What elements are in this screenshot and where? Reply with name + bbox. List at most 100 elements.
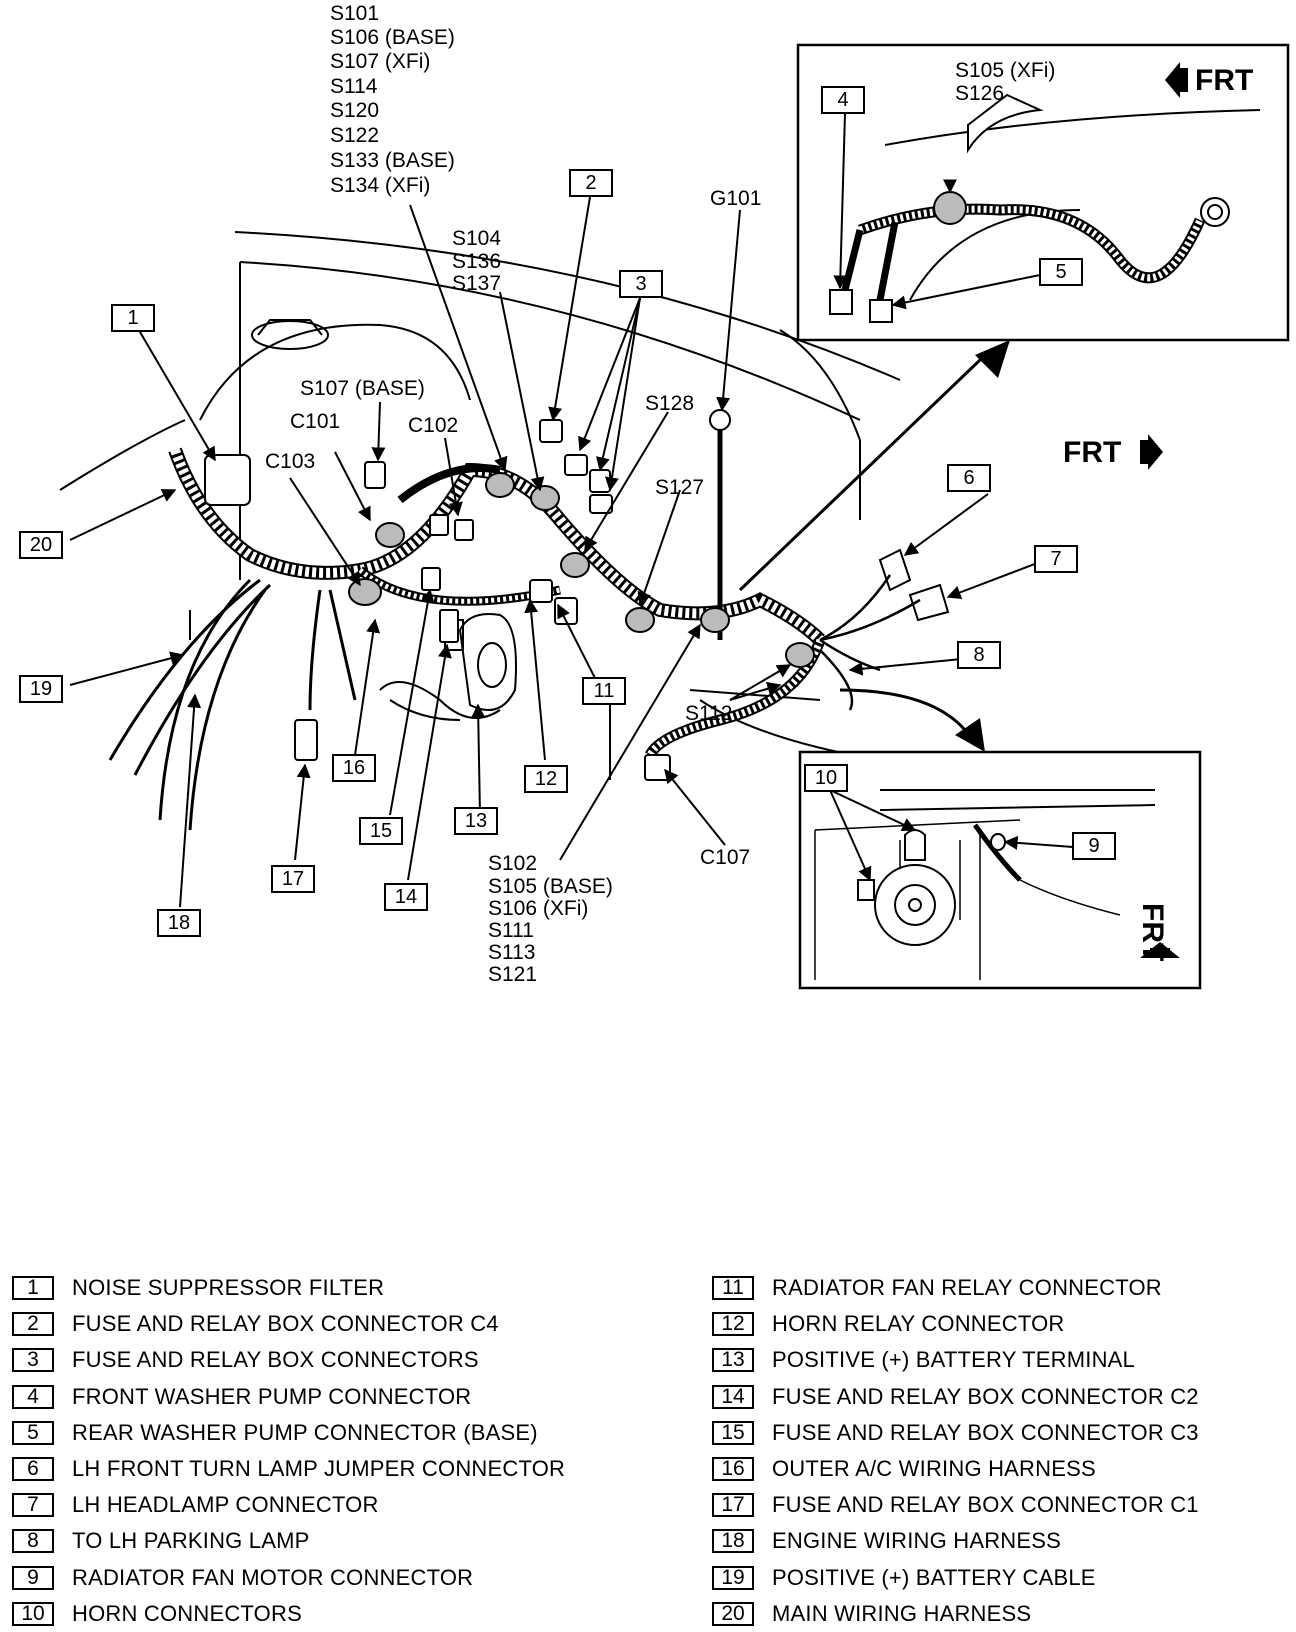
callout-14: 14: [395, 886, 417, 908]
legend-number: 18: [712, 1529, 754, 1554]
legend-number: 1: [12, 1276, 54, 1301]
label-inset-s105: S105 (XFi): [955, 59, 1055, 82]
callout-boxes: [19, 86, 1116, 937]
legend-label: TO LH PARKING LAMP: [72, 1528, 310, 1554]
callout-19: 19: [30, 678, 52, 700]
callout-2: 2: [585, 172, 596, 194]
legend-label: HORN CONNECTORS: [72, 1600, 302, 1626]
legend-item: 15 FUSE AND RELAY BOX CONNECTOR C3: [712, 1415, 1296, 1451]
splice-top-4: S120: [330, 99, 379, 122]
callout-9: 9: [1088, 835, 1099, 857]
inset-washer-pump: [796, 43, 1290, 342]
legend-number: 15: [712, 1420, 754, 1445]
legend-item: 5 REAR WASHER PUMP CONNECTOR (BASE): [12, 1415, 612, 1451]
legend-item: 12 HORN RELAY CONNECTOR: [712, 1306, 1296, 1342]
splice-top-3: S114: [330, 75, 378, 98]
splice-mid-1: S136: [452, 250, 501, 273]
legend-label: POSITIVE (+) BATTERY CABLE: [772, 1564, 1096, 1590]
legend-number: 2: [12, 1312, 54, 1337]
label-c103: C103: [265, 450, 315, 473]
frt-label-bottom: FRT: [1136, 903, 1169, 961]
legend-label: REAR WASHER PUMP CONNECTOR (BASE): [72, 1419, 538, 1445]
wiring-harness-diagram: S101 S106 (BASE) S107 (XFi) S114 S120 S1…: [19, 2, 1290, 990]
legend-label: FUSE AND RELAY BOX CONNECTOR C4: [72, 1311, 499, 1337]
callout-15: 15: [370, 820, 392, 842]
legend-number: 13: [712, 1348, 754, 1373]
legend-label: POSITIVE (+) BATTERY TERMINAL: [772, 1347, 1135, 1373]
label-c101: C101: [290, 410, 340, 433]
splice-top-6: S133 (BASE): [330, 149, 455, 172]
legend-number: 11: [712, 1276, 754, 1301]
label-s112: S112: [685, 702, 733, 725]
legend-number: 16: [712, 1457, 754, 1482]
splice-top-1: S106 (BASE): [330, 26, 455, 49]
battery-cable: [108, 578, 357, 831]
splice-packs: [348, 472, 815, 668]
legend-number: 7: [12, 1493, 54, 1518]
splice-bottom-0: S102: [488, 852, 537, 875]
frt-right-arrow-bar: [1140, 440, 1148, 464]
legend-label: ENGINE WIRING HARNESS: [772, 1528, 1062, 1554]
splice-bottom-1: S105 (BASE): [488, 875, 613, 898]
label-c102: C102: [408, 414, 458, 437]
callout-arrows: [69, 112, 1074, 908]
frt-left-arrow-icon: [1165, 62, 1180, 98]
legend-item: 18 ENGINE WIRING HARNESS: [712, 1523, 1296, 1559]
splice-mid-2: S137: [452, 272, 501, 295]
frt-down-arrow-bar: [1150, 948, 1170, 952]
legend-number: 12: [712, 1312, 754, 1337]
callout-17: 17: [282, 868, 304, 890]
legend-label: HORN RELAY CONNECTOR: [772, 1311, 1065, 1337]
vehicle-body-outline: [59, 231, 901, 780]
legend-label: FUSE AND RELAY BOX CONNECTORS: [72, 1347, 479, 1373]
splice-top-7: S134 (XFi): [330, 174, 430, 197]
legend-number: 14: [712, 1384, 754, 1409]
legend-label: FRONT WASHER PUMP CONNECTOR: [72, 1383, 472, 1409]
splice-bottom-5: S121: [488, 963, 537, 986]
legend-item: 2 FUSE AND RELAY BOX CONNECTOR C4: [12, 1306, 612, 1342]
label-c107: C107: [700, 846, 750, 869]
frt-label-middle: FRT: [1063, 436, 1121, 469]
splice-list-top: S101 S106 (BASE) S107 (XFi) S114 S120 S1…: [330, 2, 455, 197]
legend-label: RADIATOR FAN RELAY CONNECTOR: [772, 1275, 1162, 1301]
label-s127: S127: [655, 476, 704, 499]
callout-10: 10: [815, 767, 837, 789]
legend-label: FUSE AND RELAY BOX CONNECTOR C1: [772, 1492, 1199, 1518]
legend-number: 8: [12, 1529, 54, 1554]
reservoir-dome: [199, 319, 471, 421]
splice-list-mid: S104 S136 S137: [452, 227, 501, 295]
frt-labels: FRT FRT FRT: [1063, 64, 1253, 961]
legend-number: 5: [12, 1420, 54, 1445]
callout-11: 11: [594, 680, 615, 702]
legend-number: 3: [12, 1348, 54, 1373]
label-s128: S128: [645, 392, 694, 415]
legend-label: FUSE AND RELAY BOX CONNECTOR C2: [772, 1383, 1199, 1409]
legend-number: 19: [712, 1565, 754, 1590]
splice-mid-0: S104: [452, 227, 501, 250]
label-inset-s126: S126: [955, 82, 1004, 105]
splice-bottom-4: S113: [488, 941, 536, 964]
legend-item: 3 FUSE AND RELAY BOX CONNECTORS: [12, 1342, 612, 1378]
callout-16: 16: [343, 757, 365, 779]
legend-number: 4: [12, 1384, 54, 1409]
inset-pointer-arrows: [738, 93, 1044, 752]
splice-top-2: S107 (XFi): [330, 50, 430, 73]
label-s107-base: S107 (BASE): [300, 377, 425, 400]
splice-top-0: S101: [330, 2, 379, 25]
legend-item: 14 FUSE AND RELAY BOX CONNECTOR C2: [712, 1379, 1296, 1415]
legend-label: FUSE AND RELAY BOX CONNECTOR C3: [772, 1419, 1199, 1445]
point-labels: S107 (BASE) C101 C102 C103 S128 S127 G10…: [265, 59, 1055, 869]
frt-right-arrow-icon: [1148, 434, 1163, 470]
callout-6: 6: [963, 467, 974, 489]
legend-number: 17: [712, 1493, 754, 1518]
callout-12: 12: [535, 768, 557, 790]
legend-label: NOISE SUPPRESSOR FILTER: [72, 1275, 385, 1301]
callout-7: 7: [1050, 548, 1061, 570]
legend-item: 13 POSITIVE (+) BATTERY TERMINAL: [712, 1342, 1296, 1378]
frt-arrow-icons: [1140, 62, 1188, 958]
legend-label: LH HEADLAMP CONNECTOR: [72, 1492, 379, 1518]
